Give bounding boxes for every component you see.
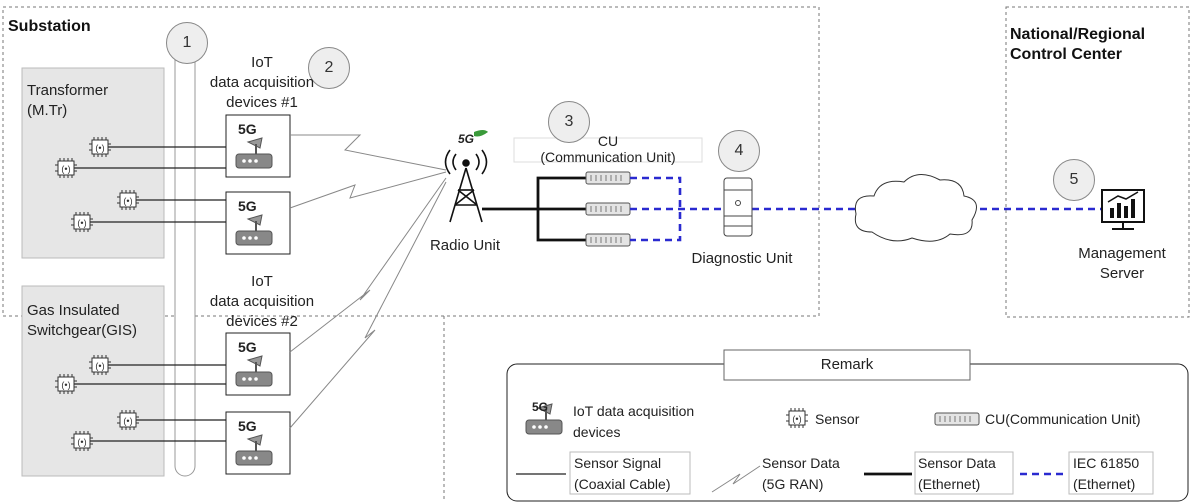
legend-cu-label: CU(Communication Unit) (985, 411, 1141, 427)
iot-device-boxes (225, 114, 291, 475)
5g-badge-1: 5G (238, 121, 257, 137)
legend-ran-line (711, 465, 761, 493)
substation-title: Substation (8, 18, 91, 35)
5g-badge-4: 5G (238, 418, 257, 434)
tower-5g-label: 5G (458, 132, 475, 146)
legend-5g-badge: 5G (532, 400, 549, 414)
legend-coax-line1: Sensor Signal (574, 455, 662, 471)
5g-badge-3: 5G (238, 339, 257, 355)
number-badge-5: 5 (1053, 159, 1095, 201)
management-server-line2: Server (1099, 265, 1145, 282)
remark-title-box (723, 349, 971, 381)
radio-unit-label: Radio Unit (429, 237, 501, 254)
transformer-label-line1: Transformer (27, 82, 109, 99)
legend-sensor-label: Sensor (815, 411, 860, 427)
gis-label-line2: Switchgear(GIS) (27, 322, 138, 339)
cu-label-line2: (Communication Unit) (540, 149, 676, 165)
iot-group2-line3: devices #2 (226, 313, 298, 330)
legend-iot-line1: IoT data acquisition (573, 403, 695, 419)
iot-group2-line1: IoT (251, 273, 273, 290)
cu-label-line1: CU (597, 133, 619, 149)
substation-region (2, 6, 820, 317)
legend-iec-line2: (Ethernet) (1073, 476, 1136, 492)
transformer-panel (21, 67, 165, 259)
radio-tower-icon (444, 149, 488, 223)
legend-ran-line1: Sensor Data (762, 455, 840, 471)
legend-cu-icon (934, 412, 980, 426)
iec-links (630, 176, 1102, 242)
diagnostic-unit-icon (723, 177, 753, 237)
cloud-icon (854, 174, 977, 242)
number-badge-3: 3 (548, 101, 590, 143)
transformer-label-line2: (M.Tr) (27, 102, 68, 119)
diagnostic-unit-label: Diagnostic Unit (691, 250, 793, 267)
cu-label-box (513, 137, 703, 163)
iot-group1-line2: data acquisition (209, 74, 315, 91)
legend-eth-line1: Sensor Data (918, 455, 996, 471)
legend-coax-line2: (Coaxial Cable) (574, 476, 671, 492)
legend-sensor-icon (785, 407, 809, 429)
gis-label-line1: Gas Insulated (27, 302, 120, 319)
management-server-line1: Management (1078, 245, 1166, 262)
ethernet-lines (482, 176, 586, 242)
legend-iec-line1: IEC 61850 (1073, 455, 1140, 471)
legend-ran-line2: (5G RAN) (762, 476, 824, 492)
control-center-region (1005, 6, 1190, 318)
legend-iot-line2: devices (573, 424, 621, 440)
legend-eth-line2: (Ethernet) (918, 476, 981, 492)
number-badge-1: 1 (166, 22, 208, 64)
ran-links (289, 134, 447, 429)
management-server-icon (1101, 189, 1145, 230)
coaxial-lines (74, 146, 232, 442)
bus-bar (174, 39, 196, 477)
number-badge-4: 4 (718, 130, 760, 172)
iot-group2-line2: data acquisition (209, 293, 315, 310)
cu-boxes (585, 171, 631, 247)
iot-group1-line3: devices #1 (226, 94, 298, 111)
5g-leaf-icon (474, 130, 488, 137)
5g-badge-2: 5G (238, 198, 257, 214)
control-center-title-line2: Control Center (1010, 46, 1122, 63)
number-badge-2: 2 (308, 47, 350, 89)
iot-group1-line1: IoT (251, 54, 273, 71)
remark-title: Remark (820, 356, 874, 373)
control-center-title-line1: National/Regional (1010, 26, 1146, 43)
